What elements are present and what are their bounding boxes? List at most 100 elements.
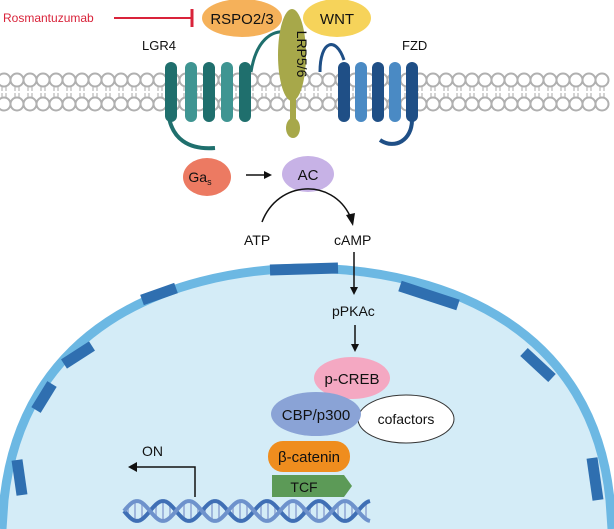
lipid-head xyxy=(61,72,77,88)
lipid-head xyxy=(581,72,597,88)
lipid-head xyxy=(451,72,467,88)
cell-membrane xyxy=(0,72,610,112)
lipid-head xyxy=(503,96,519,112)
rosmantuzumab-inhibitor: Rosmantuzumab xyxy=(3,9,194,27)
lipid-head xyxy=(542,72,558,88)
lipid-head xyxy=(74,96,90,112)
gas-label: Ga xyxy=(188,169,207,185)
lipid-head xyxy=(477,96,493,112)
lipid-head xyxy=(555,72,571,88)
lipid-head xyxy=(321,72,337,88)
dna-strand xyxy=(122,499,371,523)
lipid-head xyxy=(568,72,584,88)
lipid-head xyxy=(152,96,168,112)
lipid-head xyxy=(425,96,441,112)
fzd-label: FZD xyxy=(402,38,427,53)
wnt-ligand: WNT xyxy=(303,0,371,37)
pcreb-label: p-CREB xyxy=(324,371,379,388)
tcf: TCF xyxy=(272,475,352,497)
lipid-head xyxy=(594,96,610,112)
lipid-head xyxy=(308,72,324,88)
lipid-head xyxy=(542,96,558,112)
cbp-label: CBP/p300 xyxy=(282,407,350,424)
lipid-head xyxy=(529,96,545,112)
rspo-label: RSPO2/3 xyxy=(210,11,273,28)
lipid-head xyxy=(61,96,77,112)
lipid-head xyxy=(490,96,506,112)
lipid-head xyxy=(139,96,155,112)
lrp-label: LRP5/6 xyxy=(294,31,310,78)
lipid-head xyxy=(581,96,597,112)
lipid-head xyxy=(295,96,311,112)
svg-text:Gas: Gas xyxy=(188,169,212,187)
lipid-head xyxy=(0,96,12,112)
on-label: ON xyxy=(142,443,163,459)
ac-label: AC xyxy=(298,167,319,184)
lipid-head xyxy=(555,96,571,112)
lipid-head xyxy=(9,72,25,88)
gas-subscript: s xyxy=(207,177,212,187)
lipid-head xyxy=(74,72,90,88)
lipid-head xyxy=(425,72,441,88)
lipid-head xyxy=(100,96,116,112)
dna-helix xyxy=(122,499,371,523)
lrp5-6-coreceptor: LRP5/6 xyxy=(278,9,310,138)
arrow-camp-to-ppkac xyxy=(350,252,358,295)
arrow-gas-to-ac xyxy=(246,171,272,179)
lipid-head xyxy=(269,96,285,112)
lipid-head xyxy=(321,96,337,112)
lipid-head xyxy=(256,96,272,112)
lipid-head xyxy=(22,96,38,112)
bcatenin-label: β-catenin xyxy=(278,449,340,466)
lipid-head xyxy=(594,72,610,88)
arrow-ppkac-to-pcreb xyxy=(351,325,359,352)
lipid-head xyxy=(438,72,454,88)
fzd-receptor xyxy=(318,43,418,146)
wnt-label: WNT xyxy=(320,11,354,28)
lipid-head xyxy=(48,72,64,88)
adenylyl-cyclase: AC xyxy=(282,156,334,192)
beta-catenin: β-catenin xyxy=(268,441,350,472)
lipid-head xyxy=(48,96,64,112)
lipid-head xyxy=(35,96,51,112)
lipid-head xyxy=(87,96,103,112)
camp-label: cAMP xyxy=(334,232,371,248)
lipid-head xyxy=(516,72,532,88)
lgr4-label: LGR4 xyxy=(142,38,176,53)
lipid-head xyxy=(9,96,25,112)
lipid-head xyxy=(113,96,129,112)
lipid-head xyxy=(464,72,480,88)
lipid-head xyxy=(256,72,272,88)
lipid-head xyxy=(503,72,519,88)
lipid-head xyxy=(139,72,155,88)
tcf-label: TCF xyxy=(290,479,317,495)
lipid-head xyxy=(152,72,168,88)
lipid-head xyxy=(451,96,467,112)
lipid-head xyxy=(516,96,532,112)
lipid-head xyxy=(568,96,584,112)
lipid-head xyxy=(113,72,129,88)
nuclear-pores xyxy=(11,262,604,501)
dna-strand xyxy=(122,499,371,523)
cofactors-label: cofactors xyxy=(378,411,435,427)
ppkac-label: pPKAc xyxy=(332,303,375,319)
lipid-head xyxy=(35,72,51,88)
lgr4-receptor xyxy=(165,30,287,151)
rosmantuzumab-label: Rosmantuzumab xyxy=(3,11,94,25)
lipid-head xyxy=(22,72,38,88)
rspo-ligand: RSPO2/3 xyxy=(202,0,282,37)
lipid-head xyxy=(87,72,103,88)
lipid-head xyxy=(126,96,142,112)
atp-label: ATP xyxy=(244,232,270,248)
lipid-head xyxy=(0,72,12,88)
p-creb: p-CREB xyxy=(314,357,390,399)
cbp-p300: CBP/p300 xyxy=(271,392,361,436)
lipid-head xyxy=(308,96,324,112)
g-alpha-s-protein: Gas xyxy=(183,158,231,196)
lipid-head xyxy=(100,72,116,88)
lipid-head xyxy=(438,96,454,112)
cofactors: cofactors xyxy=(357,394,455,444)
lipid-head xyxy=(490,72,506,88)
